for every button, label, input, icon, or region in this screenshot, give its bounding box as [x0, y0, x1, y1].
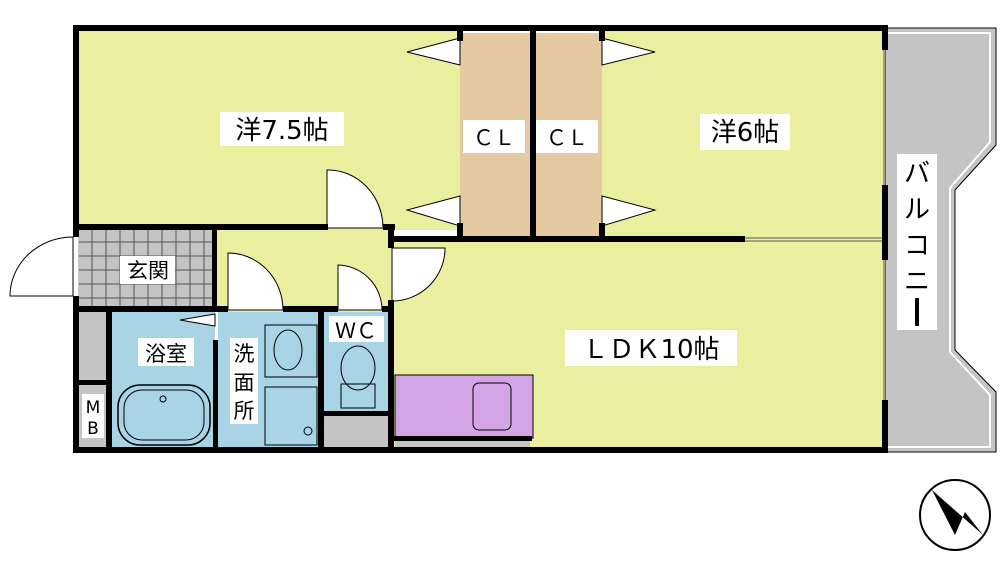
sink-icon [472, 382, 512, 431]
closet-door[interactable] [406, 37, 461, 66]
room-label-closet-2: ＣＬ [546, 126, 588, 150]
room-label-western-7-5: 洋7.5帖 [235, 116, 328, 146]
balcony-label-2: ル [904, 195, 930, 225]
kitchen-counter [394, 374, 534, 439]
room-label-washroom-2: 面 [234, 371, 255, 395]
toilet-icon [340, 345, 376, 409]
room-label-mb-2: B [87, 419, 99, 439]
room-label-western-6: 洋6帖 [711, 118, 780, 148]
room-label-bathroom: 浴室 [145, 342, 187, 366]
storage-gray [78, 312, 108, 380]
room-label-mb-1: M [86, 398, 101, 418]
gray-strip-wc [323, 416, 388, 450]
bathroom [110, 312, 215, 450]
closet-door[interactable] [601, 195, 657, 227]
room-label-washroom-3: 所 [234, 399, 255, 423]
room-label-ldk: ＬＤＫ10帖 [582, 335, 719, 365]
closet-door[interactable] [405, 195, 461, 227]
toilet-door[interactable] [337, 264, 383, 311]
room-label-toilet: ＷＣ [335, 319, 377, 343]
front-door[interactable] [9, 236, 74, 297]
balcony-label-4: ニ [904, 267, 930, 297]
bath-door[interactable] [179, 313, 216, 327]
washer-space-icon [264, 386, 318, 446]
balcony-label-1: バ [904, 159, 930, 189]
washroom-door[interactable] [227, 252, 284, 311]
balcony-label-3: コ [904, 231, 930, 261]
bathtub-icon [117, 384, 211, 446]
washbasin-icon [264, 324, 318, 378]
balcony [884, 27, 997, 453]
gray-strip-kitchen [395, 441, 530, 450]
ldk-door[interactable] [391, 247, 446, 302]
compass-north-arrow-icon [919, 479, 991, 551]
room-label-closet-1: ＣＬ [473, 126, 515, 150]
room-label-entrance: 玄関 [127, 259, 169, 283]
bedroom-door[interactable] [326, 169, 384, 229]
closet-door[interactable] [601, 37, 656, 66]
balcony-label-5 [915, 298, 919, 326]
walls [73, 25, 888, 453]
room-label-washroom-1: 洗 [234, 342, 255, 366]
